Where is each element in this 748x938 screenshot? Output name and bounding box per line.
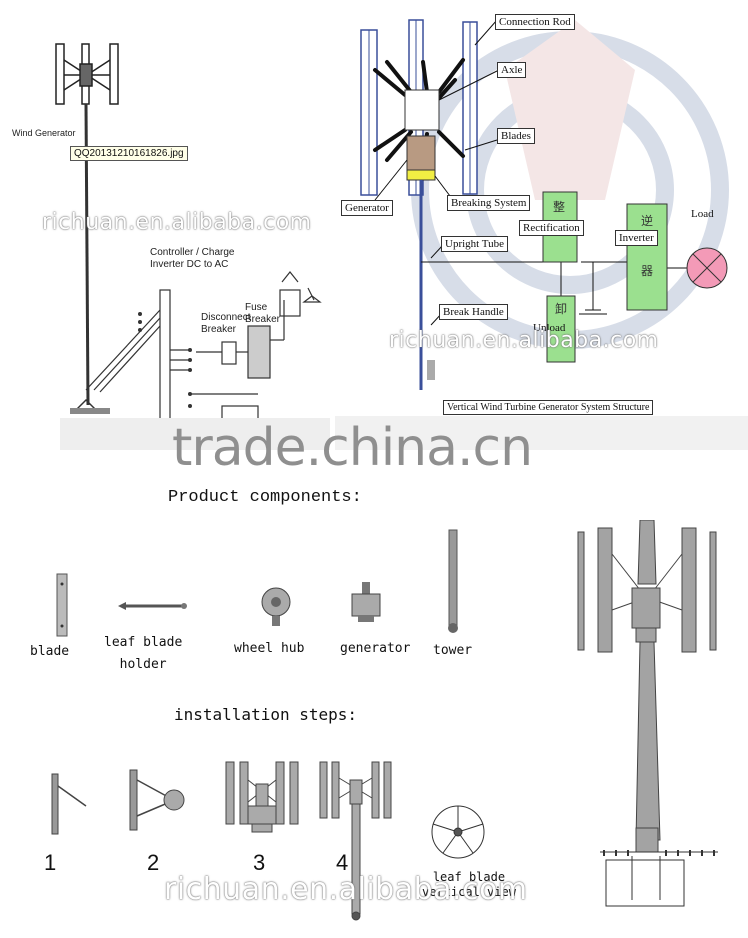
- component-icons: [56, 529, 458, 637]
- installation-icons: [51, 761, 485, 921]
- blade-part-icon: [56, 573, 68, 637]
- step-number-1: 1: [44, 850, 57, 875]
- watermark-top-right: richuan.en.alibaba.com: [389, 328, 659, 353]
- controller-label: Controller / Charge Inverter DC to AC: [150, 247, 234, 271]
- step-number-2: 2: [147, 850, 160, 875]
- component-label-generator: generator: [340, 641, 411, 656]
- vertical-view-label-line2: vertical view: [422, 885, 516, 899]
- cn-inv-2: 器: [641, 264, 654, 278]
- cn-rect: 整: [553, 200, 566, 214]
- label-rectification: Rectification: [519, 220, 584, 236]
- watermark-top-left: richuan.en.alibaba.com: [42, 210, 312, 235]
- fuse-label-line1: Fuse: [245, 302, 268, 313]
- step-2-icon: [129, 769, 185, 831]
- tower-part-icon: [448, 529, 458, 633]
- vertical-view-label: leaf blade vertical view: [422, 870, 516, 900]
- structure-diagram-drawing: [335, 19, 748, 450]
- label-break-handle: Break Handle: [439, 304, 508, 320]
- step-3-icon: [225, 761, 299, 833]
- installation-heading: installation steps:: [174, 705, 358, 724]
- label-upright-tube: Upright Tube: [441, 236, 508, 252]
- components-heading: Product components:: [168, 488, 362, 507]
- step-1-icon: [51, 773, 87, 835]
- watermark-bottom: richuan.en.alibaba.com: [164, 872, 528, 907]
- cn-unload: 卸: [555, 302, 568, 316]
- component-label-leaf-blade-holder-line2: holder: [119, 657, 167, 672]
- cn-inv-1: 逆: [641, 214, 654, 228]
- diagram-title: Vertical Wind Turbine Generator System S…: [443, 400, 654, 415]
- leaf-blade-holder-part-icon: [118, 602, 187, 610]
- controller-label-line1: Controller / Charge: [150, 247, 235, 258]
- step-4-icon: [319, 761, 392, 921]
- controller-label-line2: Inverter DC to AC: [150, 259, 229, 270]
- label-connection-rod: Connection Rod: [495, 14, 575, 30]
- wheel-hub-part-icon: [261, 587, 291, 626]
- component-label-blade: blade: [30, 644, 70, 659]
- banner-watermark: trade.china.cn: [172, 418, 533, 478]
- fuse-label: Fuse Breaker: [245, 302, 280, 326]
- assembled-turbine: [577, 520, 718, 907]
- label-unload: Unload: [533, 322, 566, 334]
- label-axle: Axle: [497, 62, 527, 78]
- component-label-wheel-hub: wheel hub: [234, 641, 305, 656]
- step-number-3: 3: [253, 850, 266, 875]
- component-label-leaf-blade-holder-line1: leaf blade: [104, 635, 183, 650]
- label-breaking-system: Breaking System: [447, 195, 531, 211]
- disconnect-label-line1: Disconnect: [201, 312, 251, 323]
- wiring-diagram: Wind Generator QQ20131210161826.jpg Cont…: [0, 0, 340, 451]
- label-blades: Blades: [497, 128, 535, 144]
- generator-part-icon: [351, 582, 381, 622]
- step-number-4: 4: [336, 850, 349, 875]
- disconnect-label-line2: Breaker: [201, 324, 237, 335]
- vertical-view-label-line1: leaf blade: [432, 870, 506, 884]
- label-load: Load: [691, 208, 714, 220]
- disconnect-label: Disconnect Breaker: [201, 312, 250, 336]
- component-label-tower: tower: [433, 643, 473, 658]
- wind-generator-label: Wind Generator: [12, 128, 76, 138]
- label-generator: Generator: [341, 200, 393, 216]
- leaf-blade-vertical-view-icon: [431, 805, 485, 859]
- structure-diagram: Connection Rod Axle Blades Generator Bre…: [335, 0, 748, 450]
- filename-tooltip: QQ20131210161826.jpg: [70, 146, 188, 161]
- fuse-label-line2: Breaker: [245, 314, 281, 325]
- component-label-leaf-blade-holder: leaf blade holder: [104, 632, 182, 676]
- label-inverter: Inverter: [615, 230, 658, 246]
